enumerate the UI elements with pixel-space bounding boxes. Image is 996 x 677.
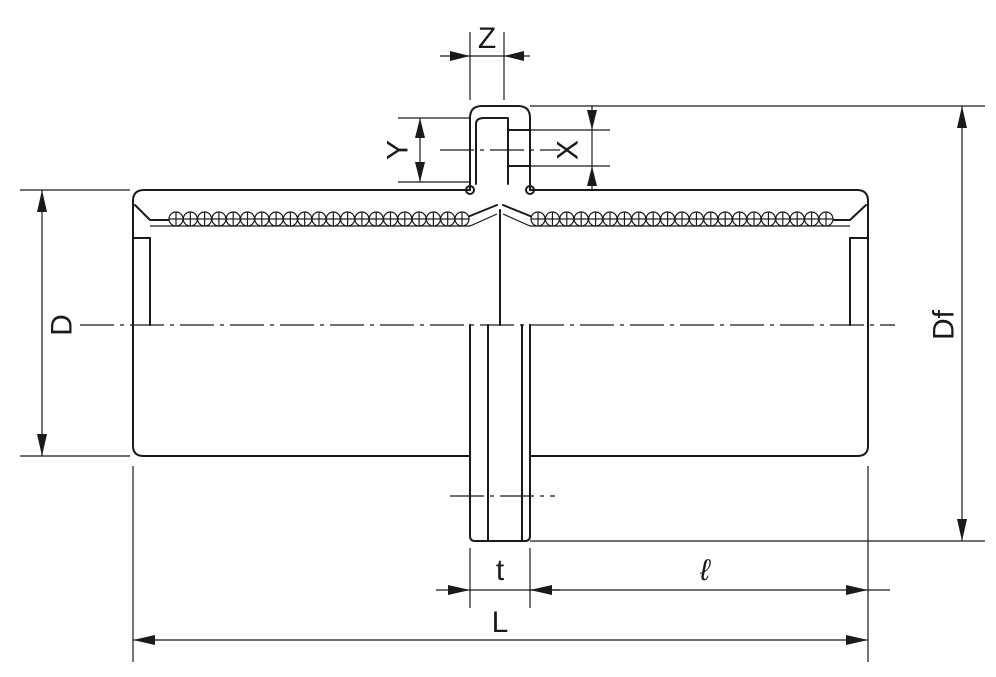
snap-ring-inner	[475, 117, 509, 185]
left-ball-row	[168, 211, 470, 227]
right-sleeve-outline	[529, 189, 869, 457]
dimension-labels: Z Y X D Df t ℓ L	[46, 22, 961, 639]
label-t: t	[496, 554, 505, 587]
left-hinge	[465, 185, 475, 195]
label-d: D	[46, 314, 79, 336]
snap-ring-outline	[469, 105, 531, 191]
extension-lines	[20, 32, 985, 662]
flange-outline	[469, 324, 531, 542]
label-y: Y	[382, 140, 415, 160]
right-hinge	[525, 185, 535, 195]
label-df: Df	[928, 309, 961, 340]
right-ball-row	[530, 211, 834, 227]
right-retainer-lower	[502, 213, 850, 227]
bushing-body	[132, 189, 869, 457]
label-l-total: L	[492, 606, 509, 639]
flange	[450, 324, 555, 542]
label-l-small: ℓ	[699, 554, 711, 587]
snap-ring-detail	[440, 105, 560, 195]
left-sleeve-outline	[132, 189, 471, 457]
label-x: X	[552, 140, 585, 160]
snap-ring-groove	[507, 129, 531, 167]
dimension-lines	[37, 51, 967, 645]
left-retainer-lower	[150, 213, 498, 227]
label-z: Z	[478, 22, 496, 55]
